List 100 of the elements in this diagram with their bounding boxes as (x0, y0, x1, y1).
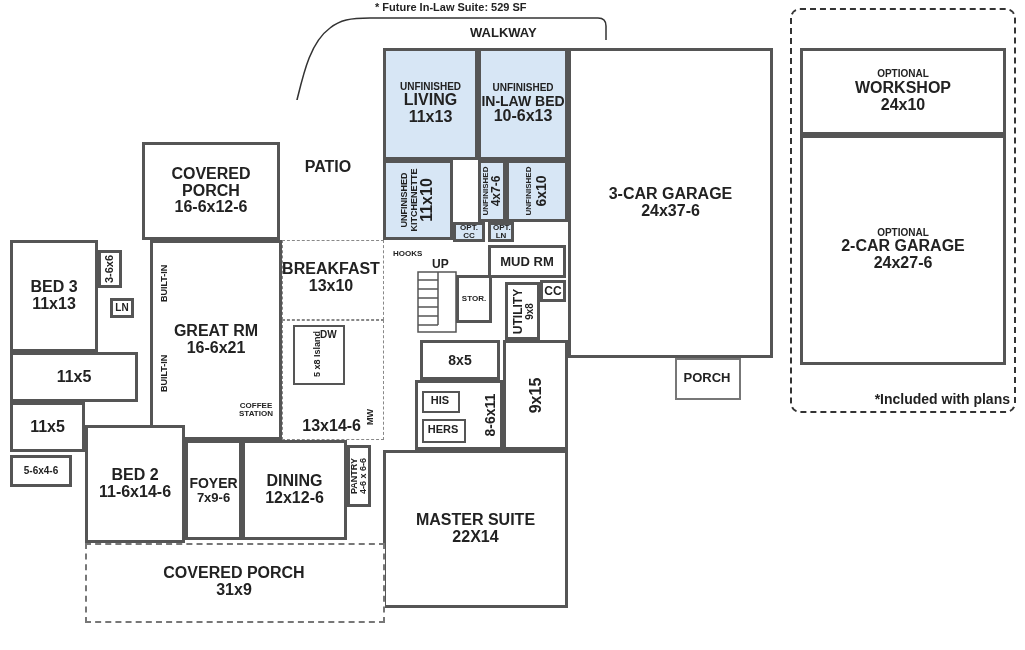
room-name: IN-LAW BED (481, 93, 565, 109)
room-size: 6x10 (533, 175, 549, 207)
room-name: BREAKFAST (282, 261, 380, 278)
room-name: WORKSHOP (855, 79, 951, 97)
room-outline (456, 275, 492, 323)
room-outline (478, 160, 506, 222)
room-outline (293, 325, 345, 385)
room-size: 4-6 x 6-6 (359, 458, 369, 494)
room-size: 3-6x6 (104, 254, 116, 284)
room-outline (800, 48, 1006, 135)
room-size: 5-6x4-6 (23, 465, 59, 477)
room-size: 8-6x11 (482, 393, 498, 437)
room-name: DINING (266, 473, 323, 490)
room-name: GREAT RM (173, 323, 259, 340)
room-note: UNFINISHED (492, 83, 554, 94)
room-outline (488, 222, 514, 242)
room-outline (568, 48, 773, 358)
room-size: 22X14 (452, 529, 499, 546)
room-outline (150, 240, 282, 440)
room-name: BED 2 (111, 467, 159, 484)
room-name: PANTRY (349, 458, 359, 494)
room-name: FOYER (189, 475, 238, 491)
room-name: MASTER SUITE (415, 512, 536, 529)
room-size: 11x5 (30, 418, 65, 436)
room-size: 11-6x14-6 (98, 484, 172, 501)
room-size: 13x14-6 (302, 418, 361, 435)
room-size: 24x37-6 (641, 203, 700, 220)
room-outline (506, 160, 568, 222)
room-size: 24x27-6 (873, 255, 933, 273)
room-outline (98, 250, 122, 288)
room-name: HERS (427, 424, 459, 436)
room-size: 16-6x21 (186, 340, 246, 357)
room-outline (800, 135, 1006, 365)
room-name: LN (115, 302, 129, 314)
room-outline (282, 320, 384, 440)
room-size: 31x9 (216, 582, 252, 599)
room-name: 3-CAR GARAGE (608, 186, 733, 203)
room-size: 9x15 (527, 377, 544, 413)
room-name: STOR. (461, 294, 487, 304)
room-size: 10-6x13 (493, 108, 553, 125)
room-outline (347, 445, 371, 507)
room-outline (422, 419, 466, 443)
room-size: 11x13 (32, 296, 76, 313)
stair-label: UP (432, 258, 449, 270)
area-label: WALKWAY (470, 26, 537, 39)
room-note: UNFINISHED (525, 166, 534, 216)
room-note: UNFINISHED (399, 81, 462, 93)
room-size: 16-6x12-6 (174, 199, 248, 217)
room-name: BED 3 (30, 279, 78, 296)
room-outline (10, 352, 138, 402)
room-outline (142, 142, 280, 240)
room-size: 12x12-6 (265, 490, 324, 507)
fixture-label: HOOKS (393, 250, 423, 258)
room-size: 7x9-6 (196, 490, 231, 505)
fixture-label: COFFEE STATION (238, 402, 274, 418)
room-outline (488, 245, 566, 278)
room-outline (242, 440, 347, 540)
room-outline (453, 222, 485, 242)
room-outline (10, 240, 98, 352)
room-outline (675, 358, 741, 400)
room-size: 13x10 (308, 278, 354, 295)
room-name: LIVING (403, 92, 458, 110)
room-outline (790, 8, 1016, 413)
room-size: 11x13 (408, 109, 453, 127)
room-outline (110, 298, 134, 318)
room-size: 11x5 (56, 368, 92, 386)
room-name: UTILITY (510, 288, 524, 334)
room-size: 24x10 (880, 96, 926, 114)
room-outline (282, 240, 384, 320)
room-outline (85, 425, 185, 543)
room-outline (505, 282, 540, 340)
room-outline (422, 391, 460, 413)
room-outline (383, 160, 453, 240)
room-name: OPT. LN (493, 223, 509, 241)
note: *Included with plans (874, 392, 1010, 407)
room-outline (503, 340, 568, 450)
room-outline (415, 380, 503, 450)
room-name: PATIO (304, 158, 352, 176)
room-name: COVERED PORCH (163, 565, 305, 582)
room-name: OPT. CC (459, 223, 479, 241)
room-outline (478, 48, 568, 160)
room-name: 2-CAR GARAGE (841, 238, 965, 256)
room-name: PORCH (683, 371, 731, 385)
room-outline (10, 402, 85, 452)
room-size: 11x10 (419, 178, 436, 222)
room-outline (185, 440, 242, 540)
room-name: UNFINISHED KITCHENETTE (400, 167, 420, 234)
appliance-label: MW (366, 409, 375, 425)
room-size: 8x5 (448, 352, 472, 368)
fixture-label: BUILT-IN (160, 264, 169, 302)
fixture-label: BUILT-IN (160, 354, 169, 392)
room-outline (85, 543, 385, 623)
room-size: 4x7-6 (489, 175, 503, 207)
room-name: HIS (430, 395, 450, 407)
room-name: CC (544, 284, 562, 298)
room-note: OPTIONAL (877, 227, 929, 239)
room-outline (420, 340, 500, 380)
note: * Future In-Law Suite: 529 SF (375, 2, 527, 13)
room-outline (10, 455, 72, 487)
room-outline (383, 48, 478, 160)
